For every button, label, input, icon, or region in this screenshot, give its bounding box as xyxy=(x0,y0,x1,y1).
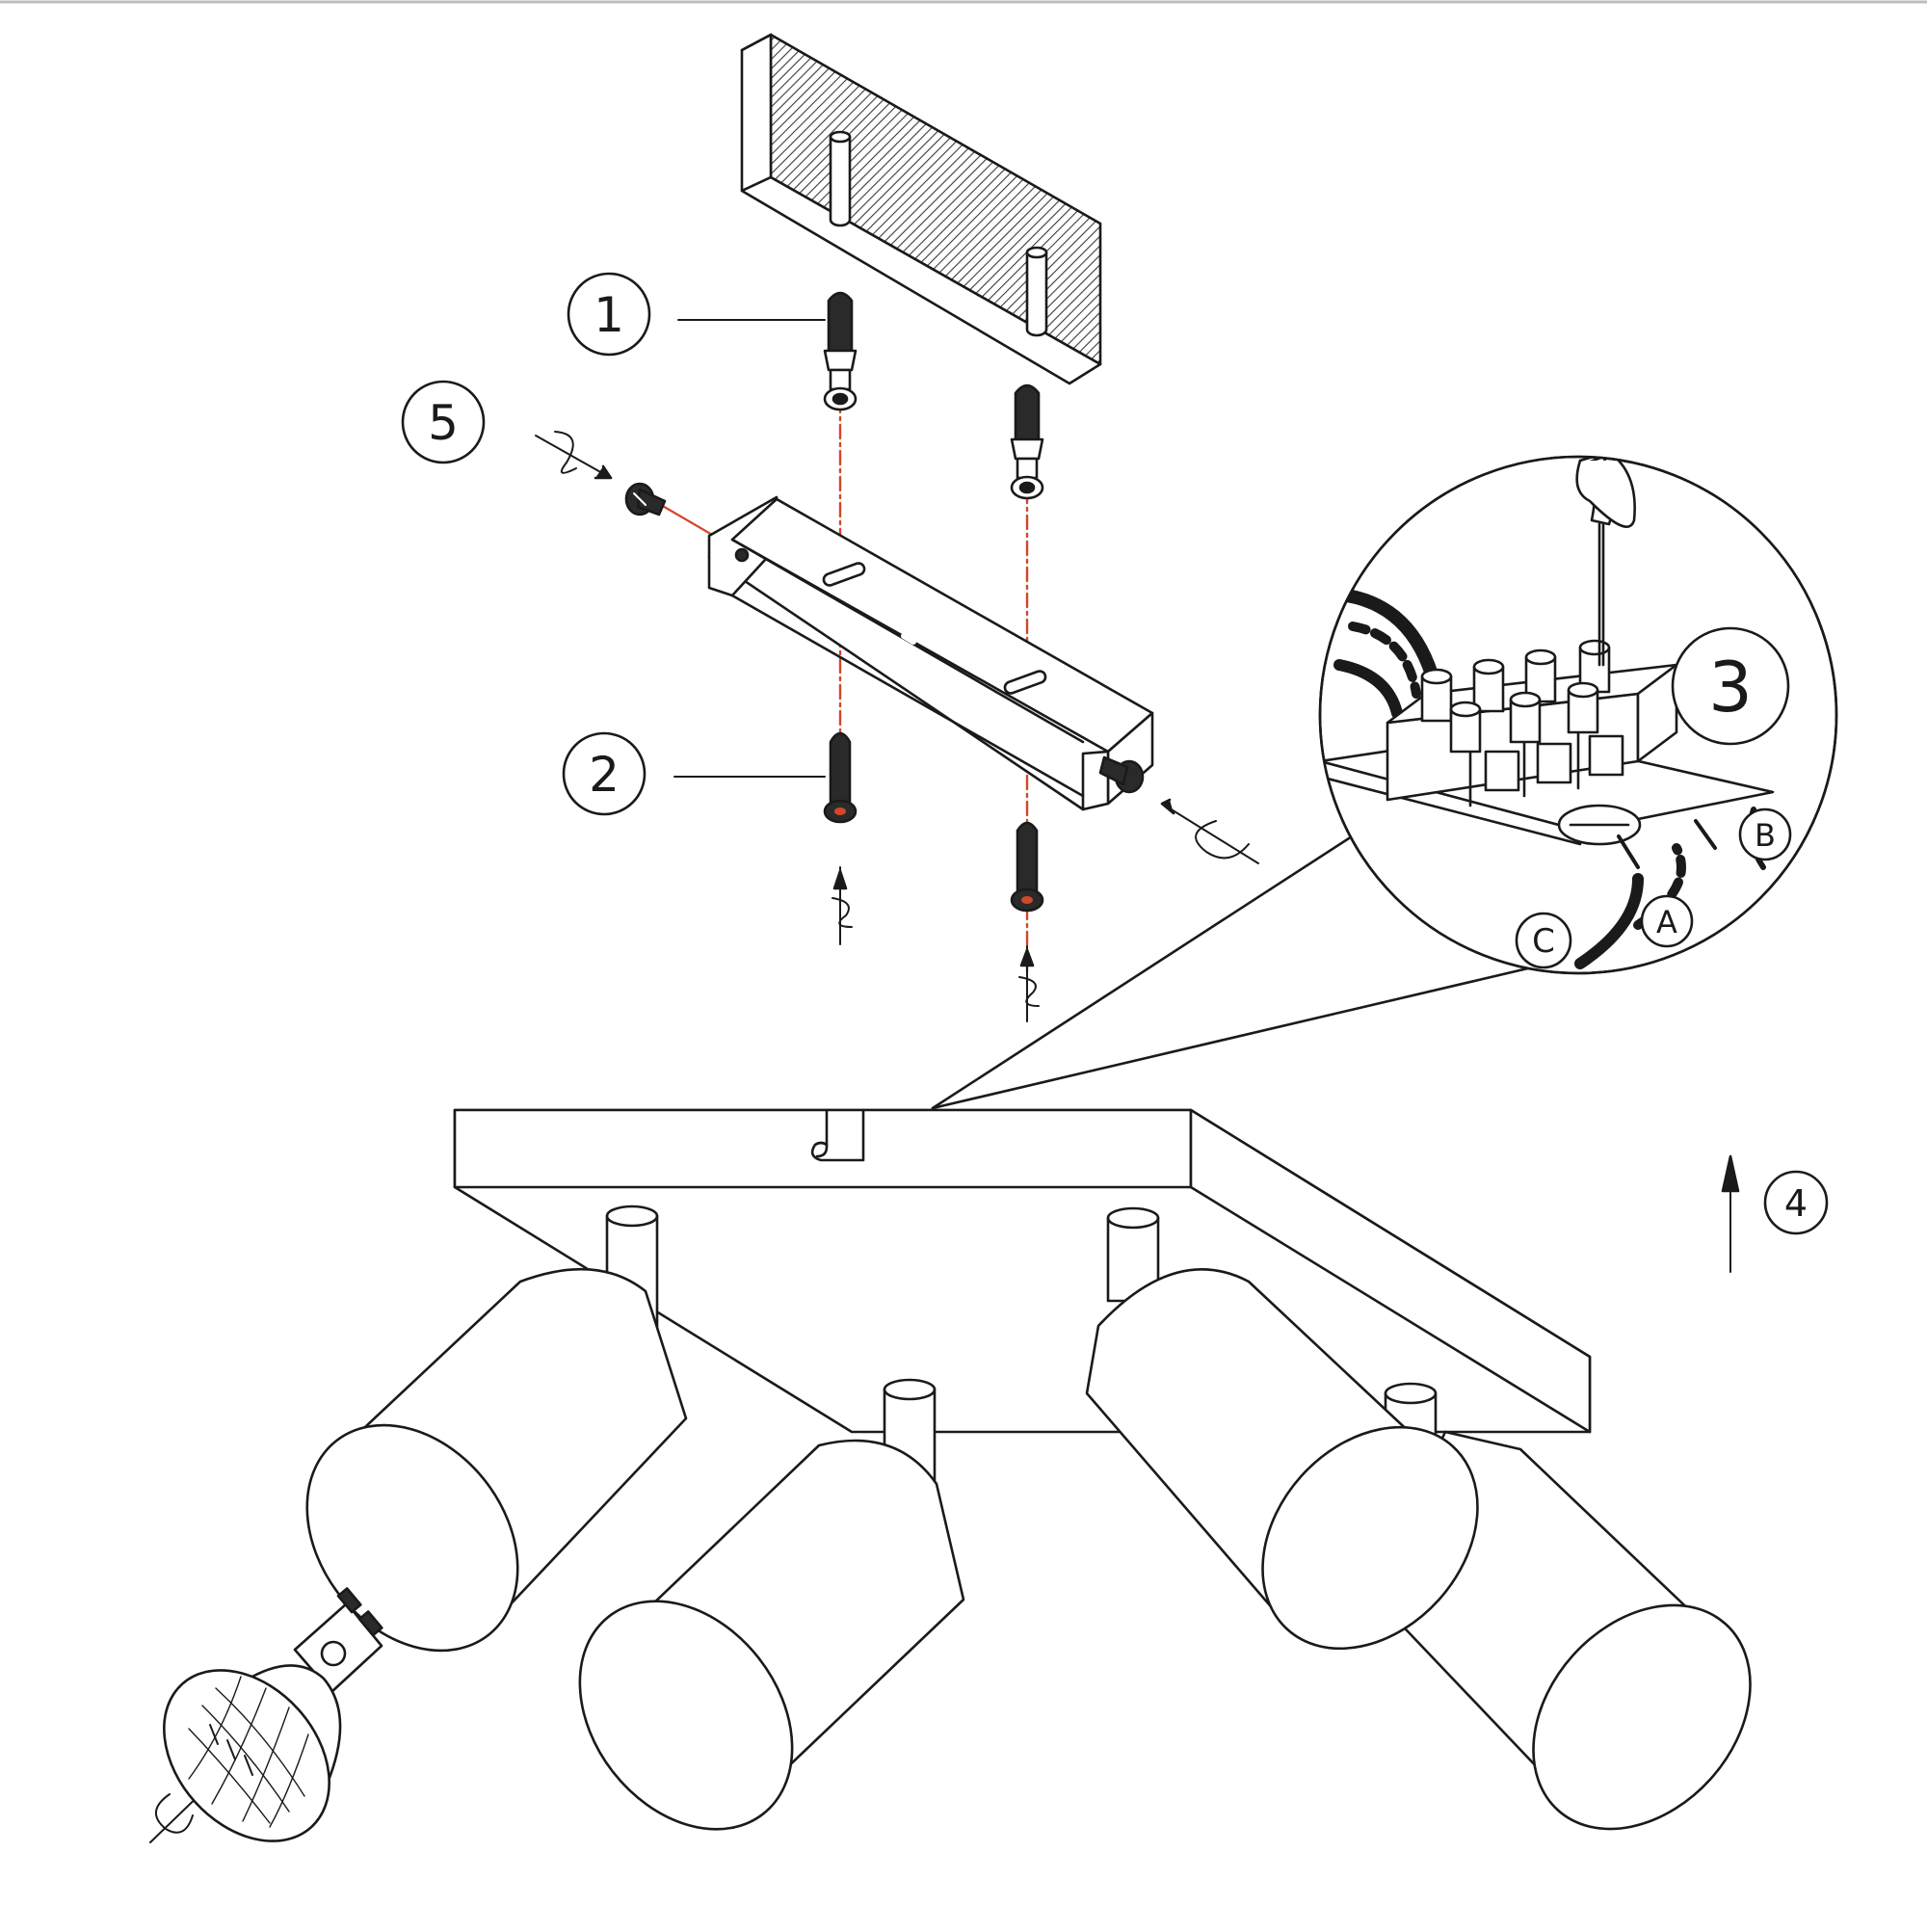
step-label-4: 4 xyxy=(1784,1182,1808,1225)
wall-plug-icon xyxy=(1010,384,1044,500)
step-label-2: 2 xyxy=(589,747,620,803)
gu10-bulb-icon xyxy=(163,1587,383,1842)
spotlight-icon xyxy=(578,1378,965,1831)
screw-icon xyxy=(1010,821,1044,913)
screw-icon xyxy=(624,482,667,516)
terminal-label-a: A xyxy=(1656,904,1677,940)
rotate-arrow-icon xyxy=(535,431,613,480)
terminal-circle-a xyxy=(1640,894,1694,948)
spotlight-icon xyxy=(1085,1206,1479,1651)
step-label-3: 3 xyxy=(1708,647,1753,728)
callout-circle-2 xyxy=(562,731,647,816)
wall-plug-icon xyxy=(823,291,858,411)
screw-icon xyxy=(823,731,858,824)
rotate-arrow-icon xyxy=(1018,945,1040,1022)
callout-circle-1 xyxy=(567,272,651,357)
up-arrow-icon xyxy=(1721,1154,1740,1273)
terminal-label-b: B xyxy=(1755,817,1776,854)
terminal-circle-c xyxy=(1515,912,1572,969)
screw-icon xyxy=(1098,755,1145,794)
callout-circle-4 xyxy=(1763,1170,1829,1235)
terminal-block-icon xyxy=(1386,639,1678,807)
step-label-5: 5 xyxy=(428,395,459,451)
rotate-arrow-icon xyxy=(832,866,853,945)
step-label-1: 1 xyxy=(594,287,624,343)
rotate-arrow-icon xyxy=(1160,798,1259,864)
screwdriver-icon xyxy=(1575,457,1636,667)
callout-circle-5 xyxy=(401,380,486,464)
spotlight-icon xyxy=(305,1204,688,1653)
terminal-label-c: C xyxy=(1532,922,1555,961)
mounting-bracket-icon xyxy=(707,495,1154,811)
ceiling-plate-icon xyxy=(740,33,1102,385)
terminal-circle-b xyxy=(1738,807,1792,861)
callout-circle-3 xyxy=(1671,626,1790,746)
